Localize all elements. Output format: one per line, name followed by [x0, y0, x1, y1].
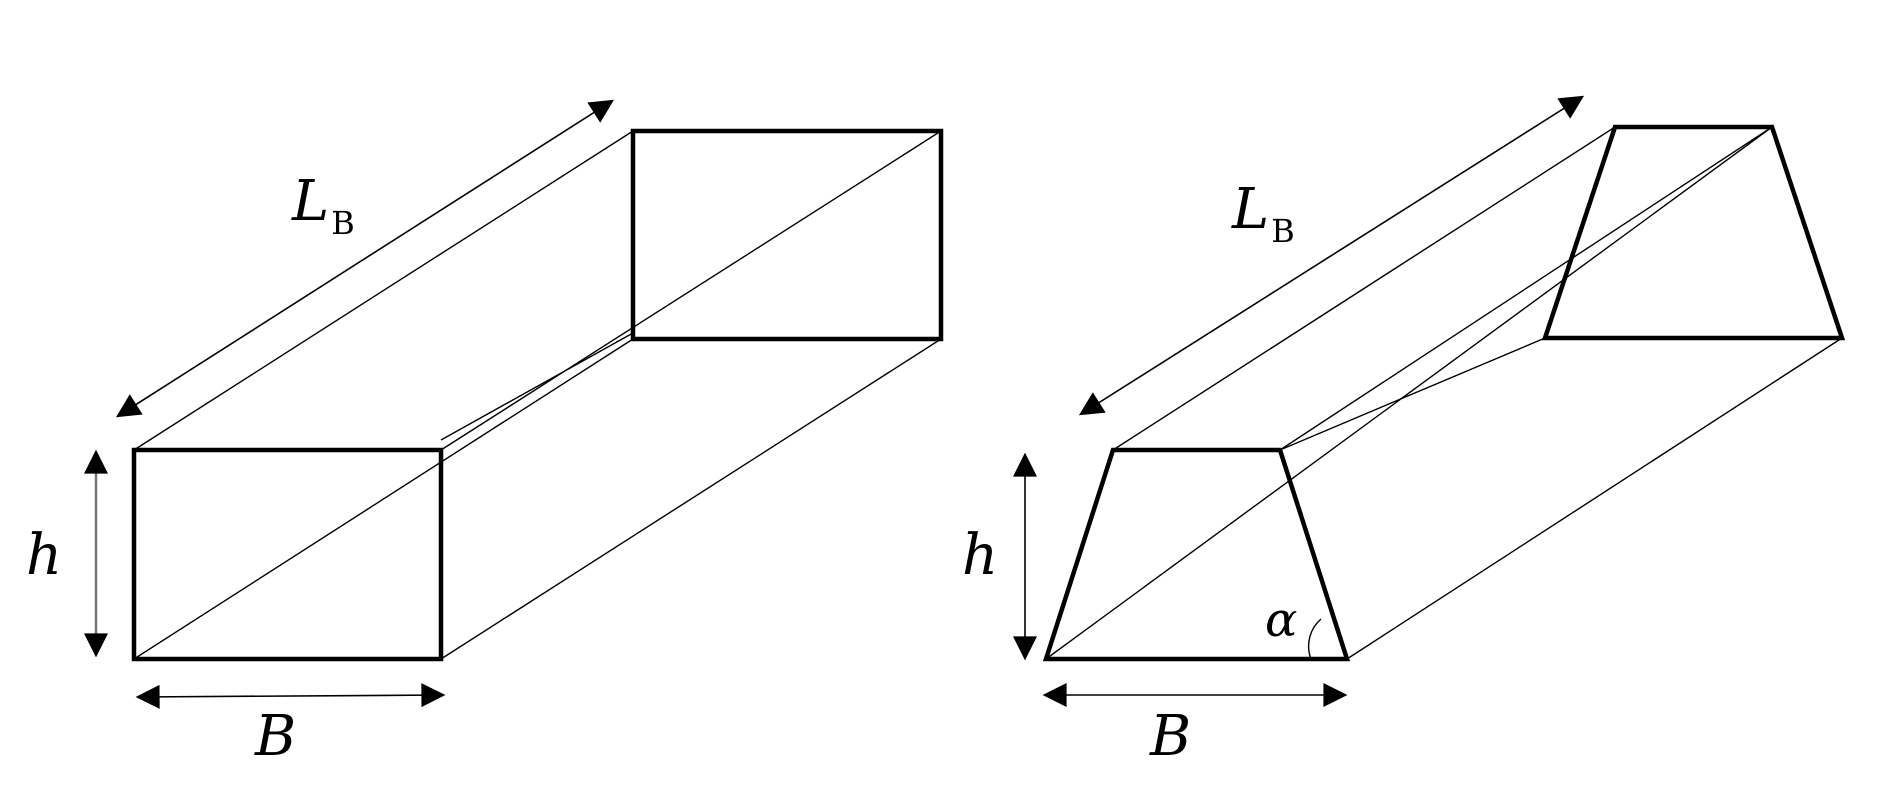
edge-bottom-right — [440, 338, 942, 660]
rectangular-prism: LB h B — [26, 99, 944, 769]
width-label: B — [1149, 704, 1191, 769]
edge-top-right — [440, 130, 942, 451]
edge-bottom-left — [133, 338, 634, 660]
width-label: B — [254, 704, 296, 769]
edge-bottom-right — [1346, 337, 1843, 660]
angle-arc — [1307, 618, 1322, 660]
length-label: LB — [1231, 177, 1295, 250]
front-face-trapezoid — [1042, 447, 1351, 662]
length-dimension-arrow — [1078, 95, 1585, 416]
back-face-rectangle — [630, 128, 944, 342]
length-label: LB — [291, 169, 355, 242]
front-face-rectangle — [131, 447, 444, 662]
edge-top-right — [1279, 126, 1773, 451]
back-face-trapezoid — [1541, 124, 1846, 341]
angle-label: α — [1265, 592, 1297, 648]
height-label: h — [26, 523, 62, 588]
trapezoidal-prism: LB h α B — [962, 95, 1846, 769]
width-dimension-arrow — [135, 683, 446, 709]
edge-top-left — [133, 130, 634, 451]
edge-top-left — [1112, 126, 1616, 451]
height-label: h — [962, 523, 998, 588]
length-dimension-arrow — [115, 99, 615, 418]
edge-inner-parallel — [440, 332, 634, 441]
edge-middle-right — [1279, 337, 1546, 451]
